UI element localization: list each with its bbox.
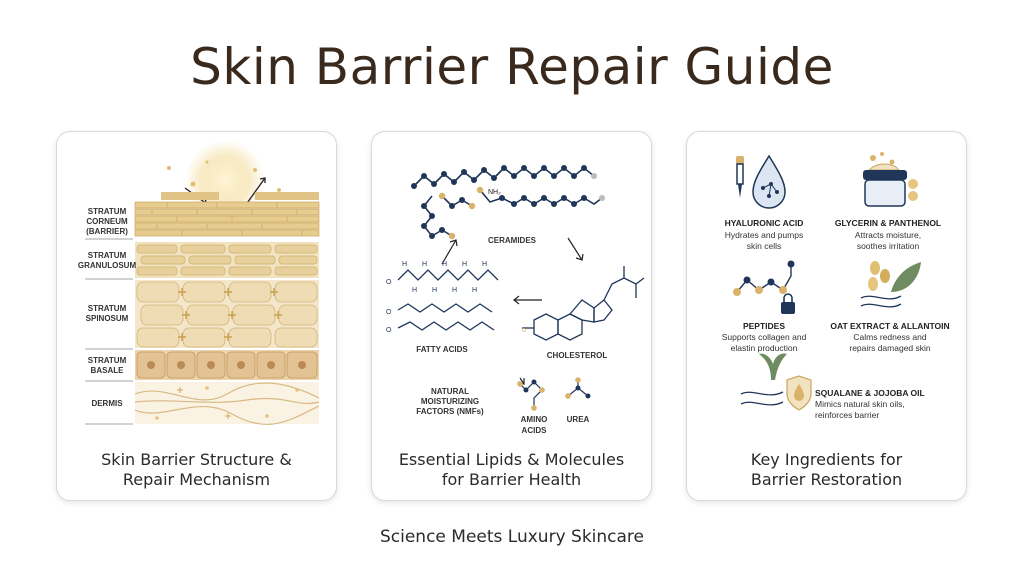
ingredients-diagram: HYALURONIC ACID Hydrates and pumps skin … (722, 152, 950, 420)
ingredient-3-desc-1: Supports collagen and (722, 332, 807, 342)
granulosum-label-2: GRANULOSUM (78, 261, 137, 270)
ceramides-label: CERAMIDES (488, 236, 537, 245)
amino-acids-label-2: ACIDS (522, 426, 548, 435)
stratum-corneum-layer (134, 192, 320, 237)
ingredient-5-desc-2: reinforces barrier (815, 410, 879, 420)
urea-molecule-icon (565, 377, 591, 399)
corneum-label-1: STRATUM (88, 207, 127, 216)
panel3-caption: Key Ingredients for Barrier Restoration (687, 450, 966, 490)
skin-structure-panel: STRATUM CORNEUM (BARRIER) STRATUM GRANUL… (56, 131, 337, 501)
corneum-label-2: CORNEUM (86, 217, 128, 226)
ingredient-4-desc-2: repairs damaged skin (849, 343, 931, 353)
ingredient-2-desc-2: soothes irritation (857, 241, 920, 251)
ingredient-1-desc-2: skin cells (747, 241, 781, 251)
svg-text:O: O (386, 279, 392, 286)
svg-text:H: H (432, 287, 437, 294)
svg-text:O: O (386, 309, 392, 316)
ingredient-2-desc-1: Attracts moisture, (855, 230, 921, 240)
ingredient-3-desc-2: elastin production (731, 343, 798, 353)
cream-jar-icon (863, 152, 918, 207)
spinosum-label-1: STRATUM (88, 304, 127, 313)
cycle-arrows (441, 237, 584, 385)
ingredients-panel: HYALURONIC ACID Hydrates and pumps skin … (686, 131, 967, 501)
panel1-caption: Skin Barrier Structure & Repair Mechanis… (57, 450, 336, 490)
svg-text:H: H (482, 261, 487, 268)
lipids-molecules-panel: NH₂ CERAMIDES H H H H H H H H H O O O FATTY ACIDS (371, 131, 652, 501)
cholesterol-oh: o (522, 327, 526, 334)
urea-label: UREA (567, 415, 590, 424)
panel3-caption-line1: Key Ingredients for (750, 450, 903, 469)
ingredient-4-desc-1: Calms redness and (853, 332, 927, 342)
svg-text:H: H (402, 261, 407, 268)
panel1-caption-line2: Repair Mechanism (122, 470, 271, 489)
nmf-label-1: NATURAL (431, 387, 469, 396)
ingredient-3-name: PEPTIDES (743, 321, 785, 331)
ceramide-molecule-icon: NH₂ (411, 165, 605, 240)
svg-text:H: H (412, 287, 417, 294)
svg-text:H: H (472, 287, 477, 294)
page-title: Skin Barrier Repair Guide (190, 38, 834, 96)
basale-label-1: STRATUM (88, 356, 127, 365)
cholesterol-molecule-icon (522, 266, 645, 341)
plant-shield-icon (740, 353, 812, 411)
granulosum-label-1: STRATUM (88, 251, 127, 260)
spinosum-label-2: SPINOSUM (86, 314, 129, 323)
layer-separators (85, 238, 133, 425)
footer-tagline: Science Meets Luxury Skincare (379, 527, 645, 547)
svg-text:H: H (452, 287, 457, 294)
dermis-layer (134, 382, 320, 426)
peptide-chain-lock-icon (733, 260, 795, 314)
ingredient-2-name: GLYCERIN & PANTHENOL (835, 218, 941, 228)
ingredient-4-name: OAT EXTRACT & ALLANTOIN (830, 321, 949, 331)
panel2-caption-line1: Essential Lipids & Molecules (398, 450, 625, 469)
ingredient-5-name: SQUALANE & JOJOBA OIL (815, 388, 925, 398)
nmf-label-2: MOISTURIZING (421, 397, 479, 406)
basale-label-2: BASALE (91, 366, 125, 375)
amino-acids-label-1: AMINO (521, 415, 548, 424)
ingredient-5-desc-1: Mimics natural skin oils, (815, 399, 905, 409)
dropper-droplet-icon (736, 154, 786, 209)
svg-text:H: H (462, 261, 467, 268)
svg-text:H: H (442, 261, 447, 268)
svg-text:O: O (386, 327, 392, 334)
nh2-label: NH₂ (488, 189, 501, 196)
stratum-spinosum-layer (135, 280, 319, 348)
ingredient-1-desc-1: Hydrates and pumps (725, 230, 803, 240)
skin-layers-diagram: STRATUM CORNEUM (BARRIER) STRATUM GRANUL… (78, 140, 320, 426)
fatty-acid-molecule-icon: H H H H H H H H H O O O (386, 261, 499, 334)
panel1-caption-line1: Skin Barrier Structure & (101, 450, 292, 469)
corneum-label-3: (BARRIER) (86, 227, 128, 236)
panel2-caption: Essential Lipids & Molecules for Barrier… (372, 450, 651, 490)
panel2-caption-line2: for Barrier Health (441, 470, 582, 489)
fatty-acids-label: FATTY ACIDS (416, 345, 468, 354)
cholesterol-label: CHOLESTEROL (547, 351, 608, 360)
ingredient-1-name: HYALURONIC ACID (725, 218, 804, 228)
dermis-label: DERMIS (91, 399, 123, 408)
amino-acid-molecule-icon (517, 379, 545, 411)
svg-text:H: H (422, 261, 427, 268)
stratum-granulosum-layer (135, 242, 319, 278)
stratum-basale-layer (135, 350, 319, 380)
nmf-label-3: FACTORS (NMFs) (416, 407, 484, 416)
lipids-diagram: NH₂ CERAMIDES H H H H H H H H H O O O FATTY ACIDS (386, 165, 645, 435)
oat-leaf-icon (860, 261, 921, 308)
panel3-caption-line2: Barrier Restoration (750, 470, 903, 489)
